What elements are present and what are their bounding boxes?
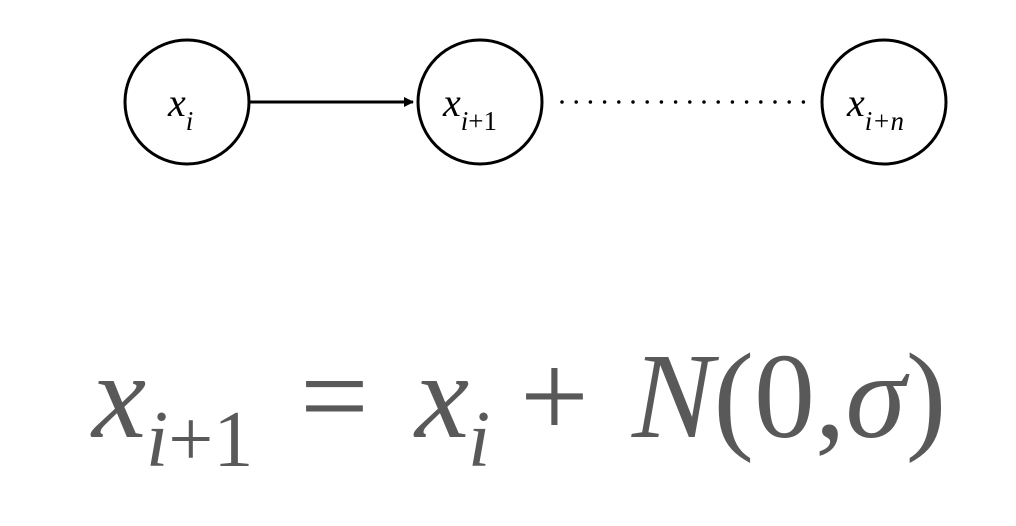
node-label: xi (167, 80, 193, 136)
node-variable: x (167, 80, 186, 125)
formula-lhs-subscript: i+1 (146, 396, 253, 484)
node-x-i: xi (123, 38, 251, 166)
formula-rhs-var: x (413, 329, 469, 464)
node-x-i-plus-1: xi+1 (416, 38, 544, 166)
node-variable: x (442, 80, 461, 125)
node-subscript-italic: i (461, 106, 469, 136)
node-x-i-plus-n: xi+n (820, 38, 948, 166)
formula-equals-sign: = (300, 329, 369, 464)
node-circle (123, 38, 251, 166)
node-label: xi+1 (442, 80, 497, 136)
node-variable: x (846, 80, 865, 125)
node-circle (416, 38, 544, 166)
node-circle (820, 38, 948, 166)
formula-plus-sign: + (520, 329, 589, 464)
node-subscript: i+n (865, 106, 904, 136)
formula-lhs-var: x (90, 329, 146, 464)
formula-rhs-subscript: i (468, 396, 490, 484)
node-subscript-upright: +1 (468, 106, 497, 136)
node-label: xi+n (846, 80, 904, 136)
node-subscript: i (186, 106, 194, 136)
formula-noise-term: N(0,σ) (631, 329, 946, 464)
random-walk-formula: x i+1 = x i + N(0,σ) (90, 329, 946, 484)
